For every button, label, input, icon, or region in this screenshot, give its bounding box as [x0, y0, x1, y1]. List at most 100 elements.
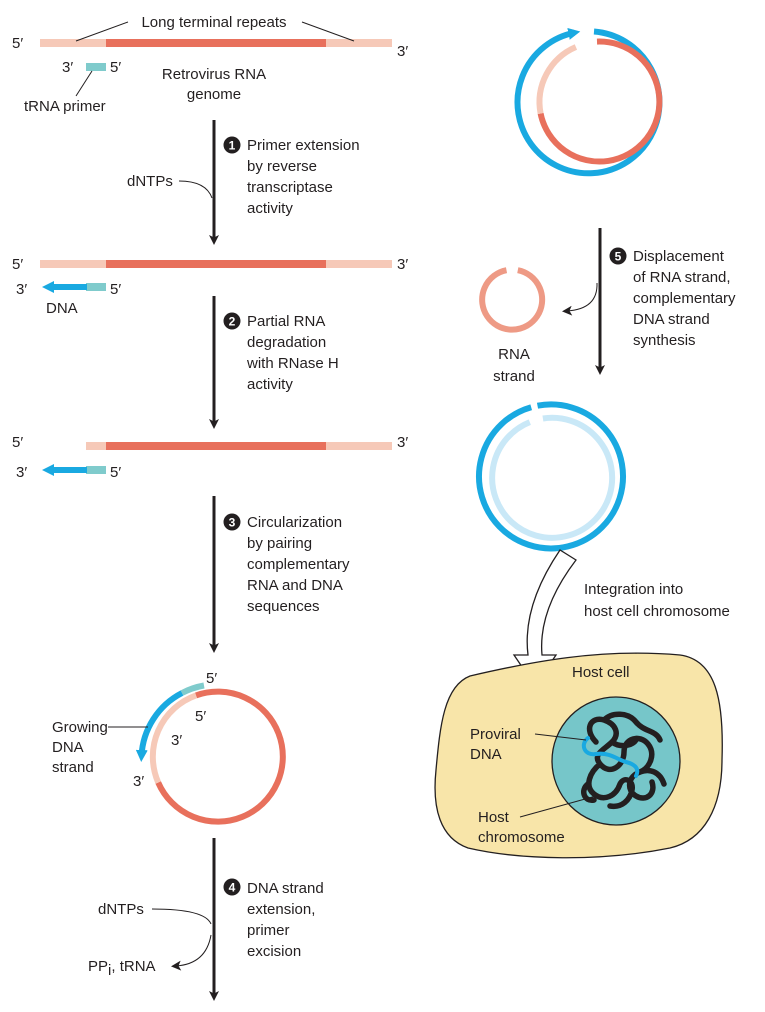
step-4-dntps: dNTPs — [98, 901, 144, 918]
dna-3-3prime: 3′ — [16, 464, 27, 481]
step-4-number: 4 — [229, 881, 236, 895]
stage2-5prime: 5′ — [12, 256, 23, 273]
step-4-line2: extension, — [247, 901, 315, 918]
host-chrom-leader — [519, 795, 597, 818]
host-chromosome-strand — [586, 711, 663, 810]
step-4-line4: excision — [247, 943, 301, 960]
proviral-dna-segment — [581, 736, 640, 778]
primer-2 — [86, 283, 106, 291]
step-2-line1: Partial RNA — [247, 313, 325, 330]
ds-dna-circle — [476, 401, 626, 552]
step-2: 2 Partial RNA degradation with RNase H a… — [209, 296, 339, 429]
growing-label-line2: DNA — [52, 739, 84, 756]
ppi-label: PPi, tRNA — [88, 958, 156, 979]
step-2-line2: degradation — [247, 334, 326, 351]
rna-strand-label-line1: RNA — [498, 346, 530, 363]
growing-label-line1: Growing — [52, 719, 108, 736]
step-4-line3: primer — [247, 922, 290, 939]
rna-genome-body — [106, 39, 326, 47]
step-5-badge — [609, 247, 627, 265]
host-cell: Host cell Proviral DNA Host chromosome — [434, 652, 723, 859]
stage2-3prime: 3′ — [397, 256, 408, 273]
step-4-badge — [223, 878, 241, 896]
ltr-right-2 — [326, 260, 392, 268]
step-4: 4 DNA strand extension, primer excision … — [88, 838, 324, 1001]
proviral-label-line1: Proviral — [470, 726, 521, 743]
step-2-line4: activity — [247, 376, 293, 393]
host-chrom-label-line1: Host — [478, 809, 510, 826]
circle-rna-main — [155, 688, 286, 825]
step-1-line3: transcriptase — [247, 179, 333, 196]
integration-label-line1: Integration into — [584, 581, 683, 598]
rna-genome-stage: Long terminal repeats 5′ 3′ 3′ 5′ tRNA p… — [12, 14, 408, 115]
trna-primer-label: tRNA primer — [24, 98, 106, 115]
circ-5prime-inner: 5′ — [195, 708, 206, 725]
ltr-left-2 — [40, 260, 106, 268]
genome-3prime: 3′ — [397, 43, 408, 60]
ppi-main: PP — [88, 958, 108, 975]
step-1-number: 1 — [229, 139, 236, 153]
inner-rna-main — [537, 38, 663, 165]
host-chromosome-strand-2 — [581, 767, 667, 803]
step-3-line2: by pairing — [247, 535, 312, 552]
ltr-right — [326, 39, 392, 47]
trna-leader — [75, 70, 93, 97]
double-strand-circle — [514, 28, 663, 177]
displaced-rna-strand: RNA strand — [479, 267, 546, 385]
circ-3prime-outer: 3′ — [133, 773, 144, 790]
stage3-5prime: 5′ — [12, 434, 23, 451]
stage3-3prime: 3′ — [397, 434, 408, 451]
inner-rna-ltr — [536, 44, 578, 115]
proviral-leader — [534, 733, 587, 741]
step-1-dntps: dNTPs — [127, 173, 173, 190]
rna-dna-stage-1: 5′ 3′ 3′ 5′ DNA — [12, 256, 408, 317]
step-5-line4: DNA strand — [633, 311, 710, 328]
rna-body-2 — [106, 260, 326, 268]
ltr-leader-left — [75, 21, 129, 42]
ds-dna-inner — [489, 414, 616, 541]
circ-5prime-outer: 5′ — [206, 670, 217, 687]
circle-primer — [180, 682, 205, 696]
step-5-line1: Displacement — [633, 248, 725, 265]
genome-label-line1: Retrovirus RNA — [162, 66, 266, 83]
genome-label-line2: genome — [187, 86, 241, 103]
step-1-line2: by reverse — [247, 158, 317, 175]
rna-strand-circle — [479, 267, 546, 333]
step-3-line5: sequences — [247, 598, 320, 615]
circ-3prime-inner: 3′ — [171, 732, 182, 749]
ltr-left — [40, 39, 106, 47]
circle-rna-ltr — [149, 692, 198, 784]
step-3-number: 3 — [229, 516, 236, 530]
dna-3-5prime: 5′ — [110, 464, 121, 481]
ds-dna-outer — [476, 401, 626, 552]
step-4-dntps-curve — [151, 908, 212, 925]
ltr-label: Long terminal repeats — [141, 14, 286, 31]
ltr-left-3 — [86, 442, 106, 450]
step-3-line1: Circularization — [247, 514, 342, 531]
ppi-subscript: i — [108, 962, 111, 979]
step-5-number: 5 — [615, 250, 622, 264]
growing-label-line3: strand — [52, 759, 94, 776]
rna-dna-stage-2: 5′ 3′ 3′ 5′ — [12, 434, 408, 481]
step-3-badge — [223, 513, 241, 531]
step-3-line4: RNA and DNA — [247, 577, 343, 594]
trna-primer — [86, 63, 106, 71]
rna-strand-label-line2: strand — [493, 368, 535, 385]
step-5-line2: of RNA strand, — [633, 269, 731, 286]
step-1-dntps-curve — [178, 180, 213, 199]
step-4-ppi-curve — [171, 934, 212, 971]
circularized-structure: 5′ 5′ 3′ 3′ Growing DNA strand — [52, 670, 286, 825]
step-4-line1: DNA strand — [247, 880, 324, 897]
integration-label-line2: host cell chromosome — [584, 603, 730, 620]
step-1-badge — [223, 136, 241, 154]
step-1-line4: activity — [247, 200, 293, 217]
step-5: 5 Displacement of RNA strand, complement… — [562, 228, 736, 375]
host-cell-label: Host cell — [572, 664, 630, 681]
genome-5prime: 5′ — [12, 35, 23, 52]
step-3-line3: complementary — [247, 556, 350, 573]
step-5-curve — [562, 282, 598, 316]
primer-3prime: 3′ — [62, 59, 73, 76]
ppi-rest: , tRNA — [111, 958, 155, 975]
step-1-line1: Primer extension — [247, 137, 360, 154]
